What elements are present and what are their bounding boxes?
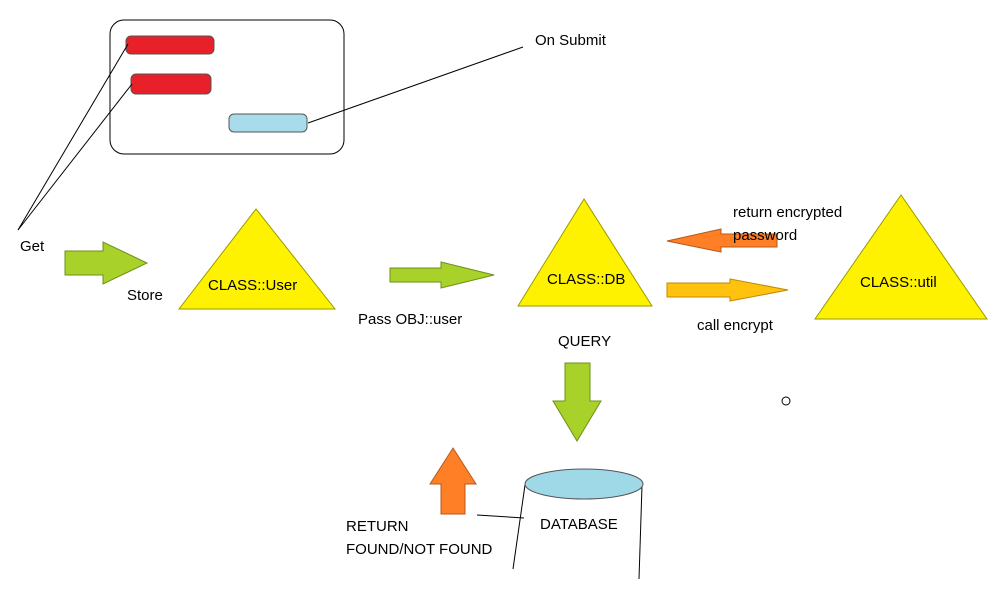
get-connector-line-2 [17, 83, 133, 231]
return-label-1: RETURN [346, 518, 409, 535]
submit-connector-line [307, 46, 524, 124]
class-user-label: CLASS::User [208, 277, 298, 294]
small-circle-mark [781, 396, 791, 406]
arrow-call-encrypt [666, 278, 789, 302]
arrow-return-encrypted [666, 228, 778, 253]
triangle-class-util [814, 194, 988, 320]
database-label: DATABASE [540, 516, 618, 533]
pass-obj-label: Pass OBJ::user [358, 311, 463, 328]
return-encrypted-label-2: password [733, 227, 798, 244]
form-field-2 [130, 73, 212, 95]
class-util-label: CLASS::util [860, 274, 937, 291]
get-label: Get [20, 238, 45, 255]
arrow-query-down [552, 362, 602, 442]
store-label: Store [127, 287, 163, 304]
submit-button-shape [228, 113, 308, 133]
triangle-class-db [517, 198, 653, 307]
arrow-user-to-db [389, 261, 495, 289]
return-encrypted-label-1: return encrypted [733, 204, 843, 221]
database-cylinder [512, 468, 644, 580]
arrow-get-to-user [64, 241, 149, 285]
query-label: QUERY [558, 333, 612, 350]
get-connector-line-1 [17, 43, 129, 231]
class-db-label: CLASS::DB [547, 271, 626, 288]
form-field-1 [125, 35, 215, 55]
arrow-return-up [429, 447, 477, 515]
return-connector-line [476, 514, 525, 519]
call-encrypt-label: call encrypt [697, 317, 773, 334]
return-label-2: FOUND/NOT FOUND [346, 541, 493, 558]
on-submit-label: On Submit [535, 32, 606, 49]
triangle-class-user [177, 208, 337, 310]
